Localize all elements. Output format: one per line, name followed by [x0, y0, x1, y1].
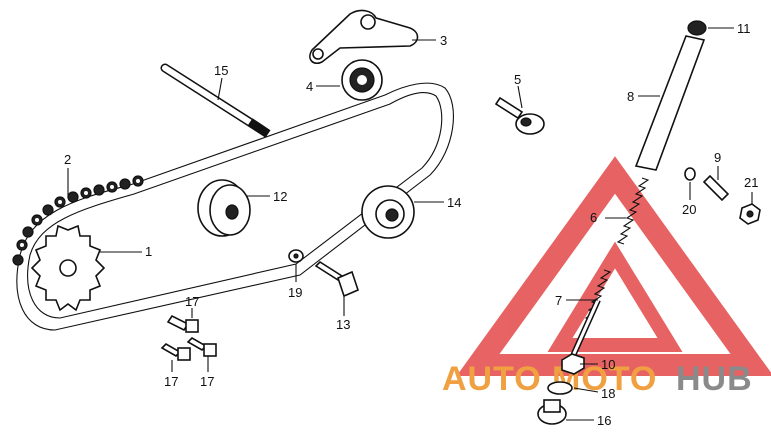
guide-roller: [197, 179, 251, 237]
bolt-9: [702, 174, 730, 202]
watermark-logo: [456, 156, 771, 376]
callout-2: 2: [64, 152, 71, 167]
callout-15: 15: [214, 63, 228, 78]
callout-3: 3: [440, 33, 447, 48]
callout-4: 4: [306, 79, 313, 94]
callout-6: 6: [590, 210, 597, 225]
cam-chain: [12, 82, 454, 331]
tensioner-sprocket: [341, 59, 383, 101]
idler-sprocket: [361, 185, 415, 239]
callout-19: 19: [288, 285, 302, 300]
bolt-13: [314, 260, 359, 298]
callout-17-b: 17: [164, 374, 178, 389]
leader-lines: [67, 27, 753, 421]
washer-18: [547, 381, 573, 395]
bolt-5: [494, 96, 545, 135]
tensioner-springs: [569, 177, 650, 360]
callout-12: 12: [273, 189, 287, 204]
callout-7: 7: [555, 293, 562, 308]
watermark-word-auto: AUTO: [442, 360, 542, 398]
washer-20: [684, 167, 696, 181]
callout-numbers: 1 2 3 4 5 6 7 8 9 10 11 12 13 14 15 16 1…: [64, 21, 758, 428]
watermark-text: AUTO MOTO HUB: [442, 360, 753, 398]
nut-10: [561, 353, 585, 375]
cam-sprocket: [30, 224, 106, 312]
callout-5: 5: [514, 72, 521, 87]
callout-1: 1: [145, 244, 152, 259]
tensioner-pin: [160, 63, 271, 138]
bolts-17: [160, 314, 217, 361]
chain-links: [12, 175, 144, 266]
tensioner-arm: [309, 9, 419, 65]
callout-16: 16: [597, 413, 611, 428]
watermark-word-hub: HUB: [676, 360, 753, 398]
callout-11: 11: [737, 21, 751, 36]
washer-19: [288, 249, 304, 263]
callout-20: 20: [682, 202, 696, 217]
callout-17-a: 17: [185, 294, 199, 309]
callout-21: 21: [744, 175, 758, 190]
callout-9: 9: [714, 150, 721, 165]
plug-16: [537, 399, 567, 425]
tensioner-tube: [634, 20, 707, 171]
callout-14: 14: [447, 195, 461, 210]
callout-17-c: 17: [200, 374, 214, 389]
callout-18: 18: [601, 386, 615, 401]
nut-21: [739, 203, 761, 225]
callout-8: 8: [627, 89, 634, 104]
callout-10: 10: [601, 357, 615, 372]
callout-13: 13: [336, 317, 350, 332]
